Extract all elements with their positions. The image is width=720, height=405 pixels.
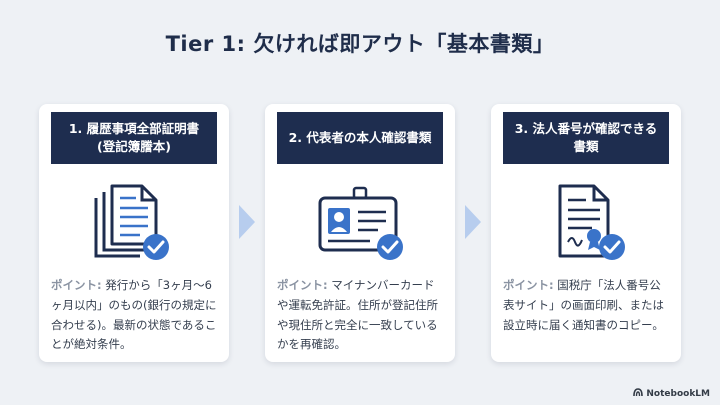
arrow-icon — [465, 205, 481, 239]
page-title: Tier 1: 欠ければ即アウト「基本書類」 — [165, 32, 555, 56]
certificate-check-icon — [536, 184, 636, 266]
point-label: ポイント: — [503, 278, 554, 292]
card-description: ポイント: 発行から「3ヶ月〜6ヶ月以内」のもの(銀行の規定に合わせる)。最新の… — [51, 276, 219, 355]
card-header-line2: 書類 — [573, 139, 599, 154]
notebooklm-logo-icon — [633, 388, 644, 400]
point-text: 国税庁「法人番号公表サイト」の画面印刷、または設立時に届く通知書のコピー。 — [503, 278, 664, 332]
card-header: 2. 代表者の本人確認書類 — [277, 112, 443, 164]
document-stack-check-icon — [84, 184, 184, 266]
point-label: ポイント: — [277, 278, 328, 292]
card-corporate-number: 3. 法人番号が確認できる 書類 ポイント: 国税庁「法人番号公表サイト」の画面… — [491, 104, 681, 362]
brand-name: NotebookLM — [646, 389, 710, 399]
point-text: 発行から「3ヶ月〜6ヶ月以内」のもの(銀行の規定に合わせる)。最新の状態であるこ… — [51, 278, 217, 352]
point-text: マイナンバーカードや運転免許証。住所が登記住所や現住所と完全に一致しているかを再… — [277, 278, 438, 352]
card-header-line1: 2. 代表者の本人確認書類 — [288, 129, 432, 145]
card-header-line1: 3. 法人番号が確認できる — [514, 120, 658, 136]
card-registry-certificate: 1. 履歴事項全部証明書 (登記簿謄本) ポイント: 発行から「3ヶ月〜6ヶ月以… — [39, 104, 229, 362]
card-description: ポイント: 国税庁「法人番号公表サイト」の画面印刷、または設立時に届く通知書のコ… — [503, 276, 671, 335]
card-header: 1. 履歴事項全部証明書 (登記簿謄本) — [51, 112, 217, 164]
card-header-line2: (登記簿謄本) — [97, 139, 171, 154]
id-card-check-icon — [310, 184, 410, 266]
card-identity-document: 2. 代表者の本人確認書類 ポイント: マイナンバーカードや運転免許証。住所が登… — [265, 104, 455, 362]
point-label: ポイント: — [51, 278, 102, 292]
brand-watermark: NotebookLM — [633, 388, 710, 400]
card-header: 3. 法人番号が確認できる 書類 — [503, 112, 669, 164]
card-header-line1: 1. 履歴事項全部証明書 — [68, 120, 200, 136]
arrow-icon — [239, 205, 255, 239]
card-description: ポイント: マイナンバーカードや運転免許証。住所が登記住所や現住所と完全に一致し… — [277, 276, 445, 355]
